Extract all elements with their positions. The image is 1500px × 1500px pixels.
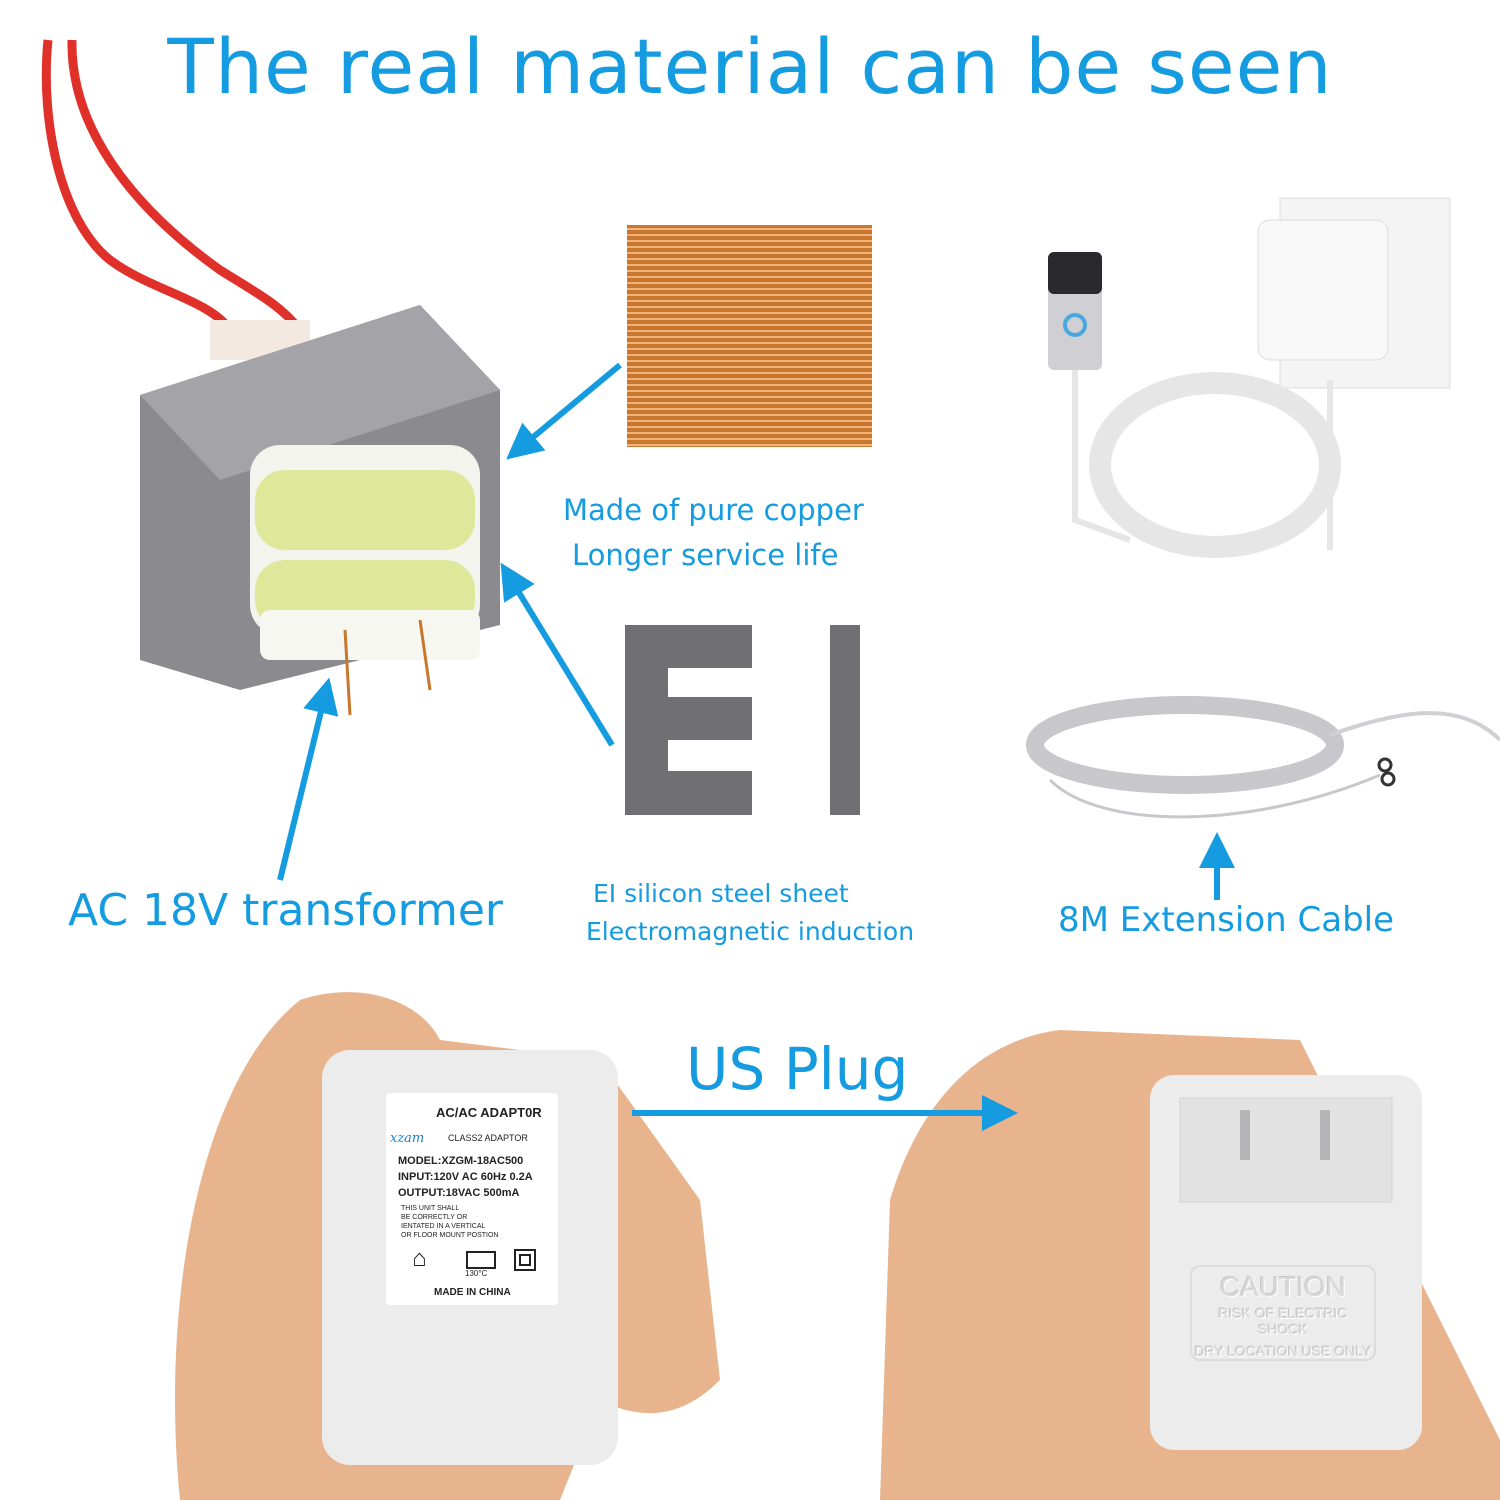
steel-caption-line1: EI silicon steel sheet [593, 879, 849, 908]
headline: The real material can be seen [167, 22, 1333, 111]
plug-caption: US Plug [686, 1035, 909, 1103]
brand-logo: xzam [390, 1131, 425, 1146]
thermal-fuse-icon [466, 1251, 496, 1269]
arrow-icon [277, 677, 339, 881]
arrow-icon [500, 562, 615, 747]
double-insulation-icon [514, 1249, 536, 1271]
caution-embossing: CAUTION RISK OF ELECTRIC SHOCK DRY LOCAT… [1190, 1265, 1376, 1361]
adaptor-back-in-hand-image [880, 1030, 1500, 1500]
arrow-icon [506, 362, 622, 460]
indoor-use-icon: ⌂ [412, 1245, 427, 1272]
copper-caption-line1: Made of pure copper [563, 493, 864, 527]
steel-caption-line2: Electromagnetic induction [586, 917, 915, 946]
extension-cable-image [1026, 696, 1500, 819]
adaptor-rating-label: AC/AC ADAPT0R xzam CLASS2 ADAPTOR MODEL:… [386, 1093, 558, 1305]
transformer-image [41, 39, 500, 716]
cable-caption: 8M Extension Cable [1058, 900, 1395, 940]
ei-steel-sheet-image [625, 625, 860, 815]
pointer-arrows [277, 362, 1235, 1131]
copper-wire-image [627, 225, 872, 447]
doorbell-kit-image [1048, 197, 1451, 558]
transformer-caption: AC 18V transformer [68, 885, 503, 936]
copper-caption-line2: Longer service life [572, 538, 839, 572]
